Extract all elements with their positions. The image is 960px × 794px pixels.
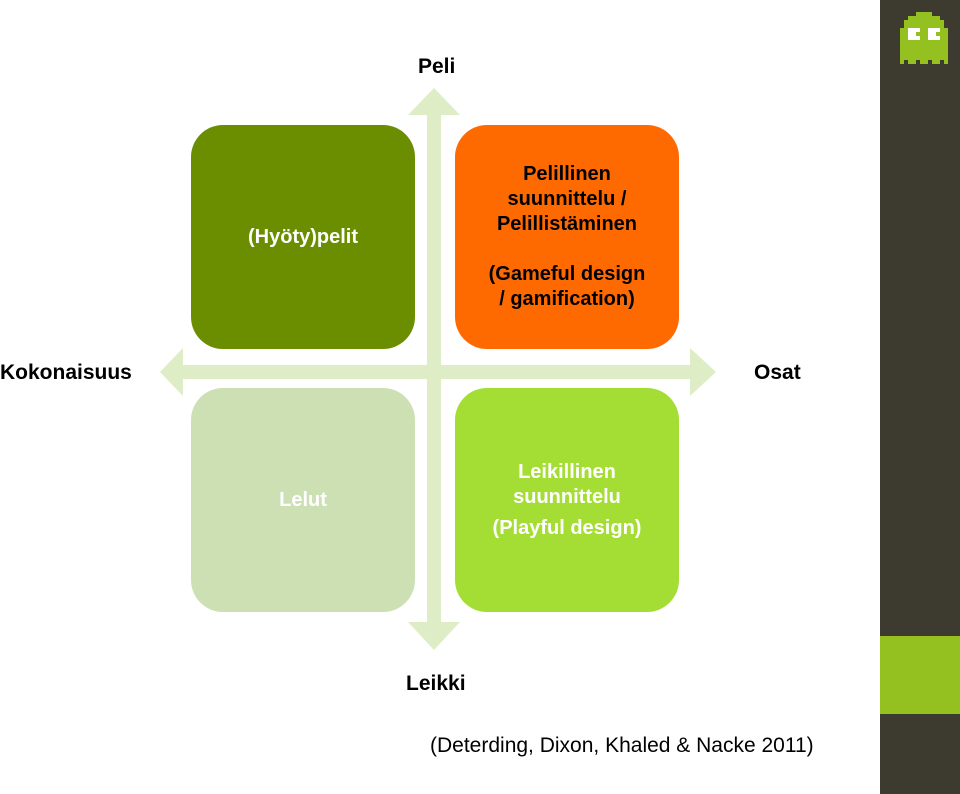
axis-label-top: Peli xyxy=(418,55,456,78)
quadrant-bottom-right: Leikillinen suunnittelu (Playful design) xyxy=(455,388,679,612)
quadrant-text: (Playful design) xyxy=(492,516,642,539)
quadrant-text: suunnittelu xyxy=(513,485,621,508)
quadrant-text: / gamification) xyxy=(499,288,635,310)
quadrant-text: (Gameful design xyxy=(488,263,646,285)
citation: (Deterding, Dixon, Khaled & Nacke 2011) xyxy=(430,734,814,757)
quadrant-text: Leikillinen xyxy=(518,460,616,483)
ghost-icon xyxy=(900,12,948,64)
quadrant-text: suunnittelu / xyxy=(507,188,627,210)
axes-arrows xyxy=(160,88,716,650)
quadrant-text: (Hyöty)pelit xyxy=(248,225,358,248)
axis-label-bottom: Leikki xyxy=(406,672,466,695)
quadrant-top-right: Pelillinen suunnittelu / Pelillistäminen… xyxy=(455,125,679,349)
quadrant-top-left: (Hyöty)pelit xyxy=(191,125,415,349)
axis-label-left: Kokonaisuus xyxy=(0,361,132,384)
quadrant-bottom-left: Lelut xyxy=(191,388,415,612)
horizontal-axis-arrow xyxy=(160,348,716,396)
quadrant-text: Pelillistäminen xyxy=(496,213,638,235)
axis-label-right: Osat xyxy=(754,361,801,384)
quadrant-text: Pelillinen xyxy=(523,163,611,185)
quadrant-text: Lelut xyxy=(279,488,327,511)
sidebar-accent-block xyxy=(880,636,960,714)
